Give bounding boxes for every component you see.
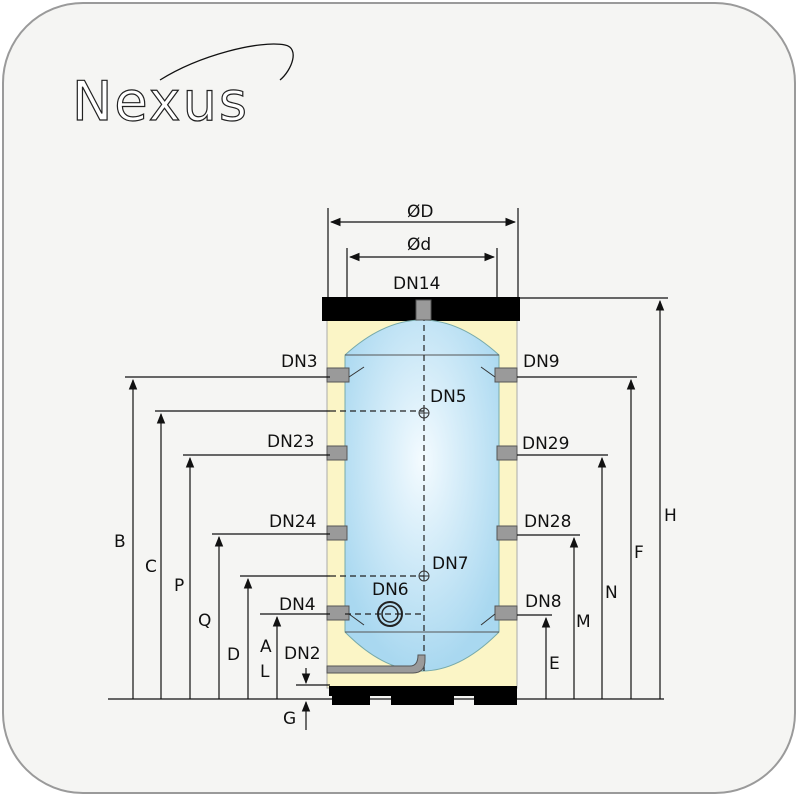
label-L: L bbox=[260, 662, 270, 682]
label-dn14: DN14 bbox=[393, 274, 440, 294]
logo-swoosh bbox=[159, 43, 294, 81]
label-Q: Q bbox=[198, 611, 211, 631]
label-dn5: DN5 bbox=[430, 387, 467, 407]
right-dimension-lines bbox=[541, 299, 665, 699]
nozzle-dn29 bbox=[496, 445, 518, 461]
label-dn29: DN29 bbox=[522, 434, 569, 454]
label-outer-diameter: ØD bbox=[407, 202, 433, 222]
label-F: F bbox=[634, 543, 644, 563]
left-dimension-lines bbox=[128, 378, 311, 730]
label-dn4: DN4 bbox=[279, 595, 316, 615]
base-feet bbox=[329, 686, 517, 705]
label-dn9: DN9 bbox=[523, 352, 560, 372]
label-dn24: DN24 bbox=[269, 512, 316, 532]
nozzle-dn3 bbox=[326, 367, 350, 383]
label-E: E bbox=[549, 654, 560, 674]
nozzle-dn9 bbox=[494, 367, 518, 383]
nozzle-dn24 bbox=[326, 525, 348, 541]
label-dn6: DN6 bbox=[372, 580, 409, 600]
sensor-dn5 bbox=[418, 407, 430, 419]
nozzle-dn23 bbox=[326, 445, 348, 461]
label-B: B bbox=[114, 532, 126, 552]
nozzle-dn8 bbox=[494, 605, 518, 621]
label-dn2: DN2 bbox=[284, 644, 321, 664]
label-G: G bbox=[283, 709, 296, 729]
side-nozzles bbox=[326, 367, 518, 674]
label-dn28: DN28 bbox=[524, 512, 571, 532]
nozzle-dn14 bbox=[415, 299, 432, 321]
label-inner-diameter: Ød bbox=[407, 235, 431, 255]
label-C: C bbox=[145, 557, 157, 577]
label-dn23: DN23 bbox=[267, 432, 314, 452]
label-H: H bbox=[664, 506, 677, 526]
nozzle-dn28 bbox=[496, 525, 518, 541]
label-M: M bbox=[576, 612, 591, 632]
nozzle-dn4 bbox=[326, 605, 350, 621]
label-dn3: DN3 bbox=[281, 352, 318, 372]
label-N: N bbox=[605, 583, 618, 603]
nozzle-dn2 bbox=[326, 654, 426, 674]
nexus-logo: Nexus bbox=[71, 43, 294, 134]
label-D: D bbox=[227, 645, 240, 665]
inner-vessel bbox=[344, 319, 500, 672]
label-A: A bbox=[260, 637, 272, 657]
label-dn8: DN8 bbox=[525, 592, 562, 612]
label-P: P bbox=[174, 576, 184, 596]
label-dn7: DN7 bbox=[432, 554, 469, 574]
logo-text: Nexus bbox=[72, 70, 249, 133]
